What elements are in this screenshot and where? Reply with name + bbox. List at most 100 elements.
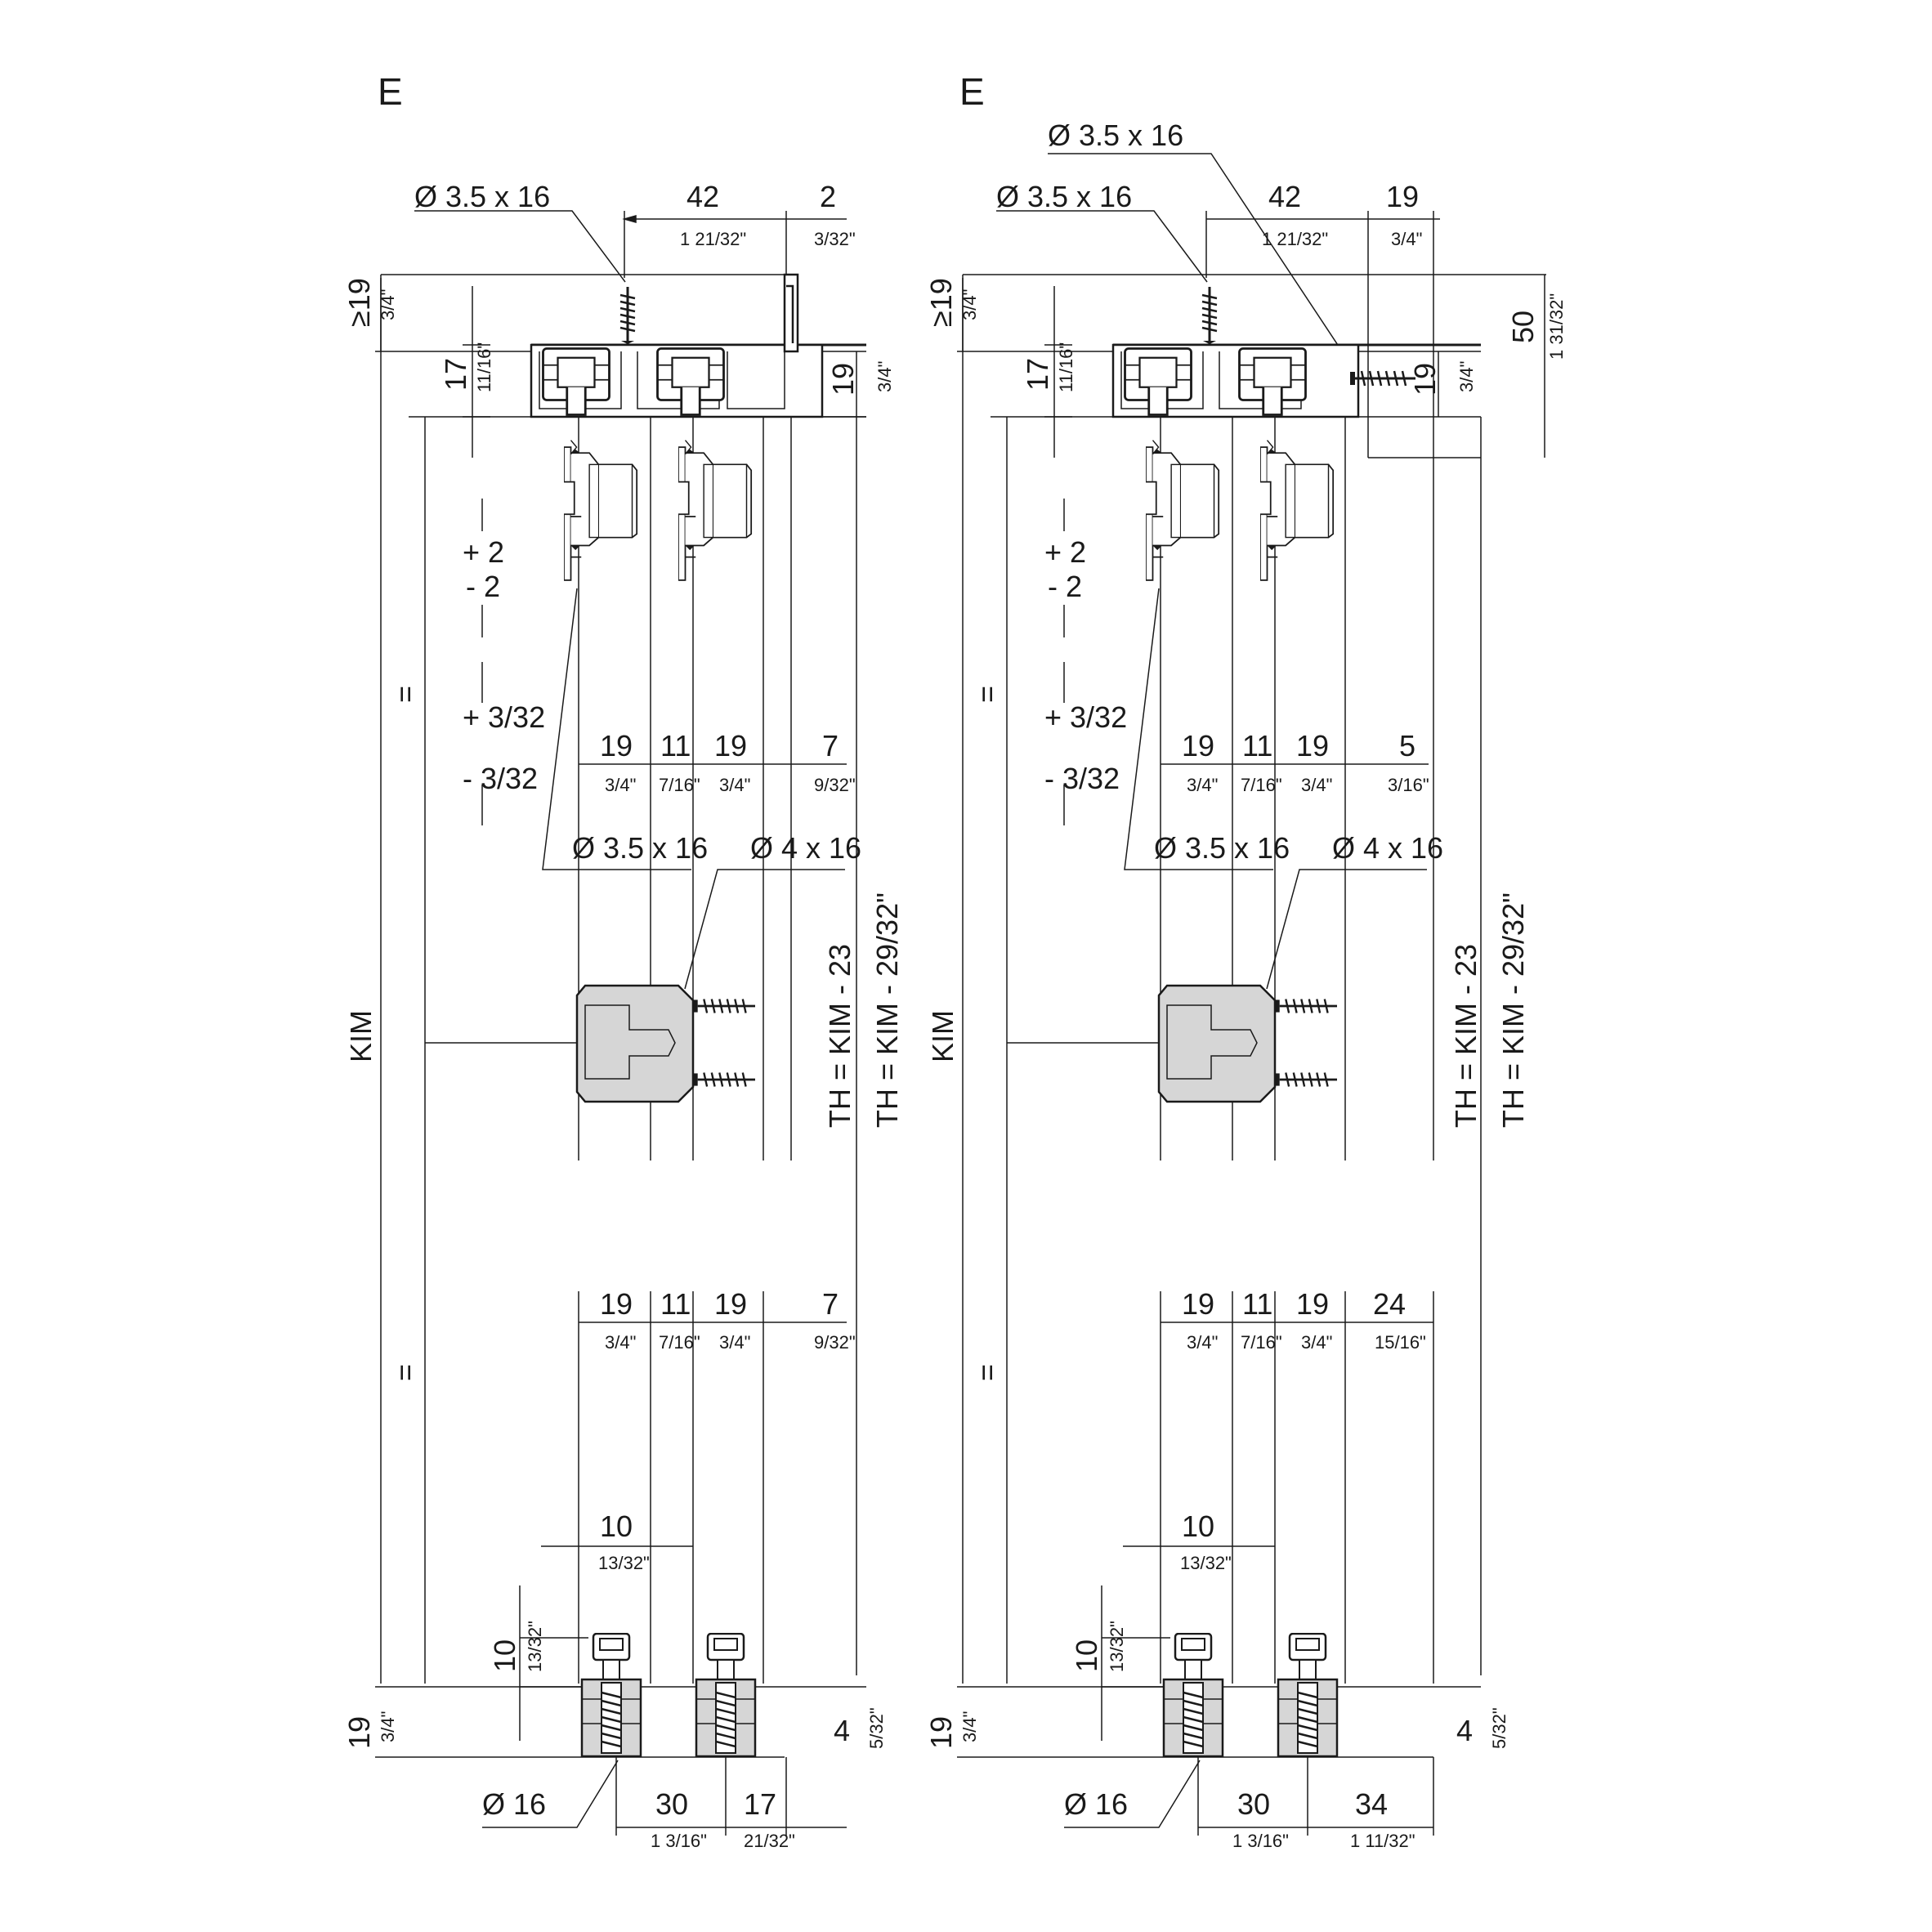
mid-c: 19: [1296, 729, 1329, 763]
dim-h17-inch: 11/16": [1056, 342, 1076, 392]
mid-c-inch: 3/4": [719, 775, 750, 795]
low-b-inch: 7/16": [659, 1332, 700, 1353]
mid-c: 19: [714, 729, 747, 763]
mid-d: 5: [1399, 729, 1415, 763]
dim-b4-inch: 5/32": [1489, 1707, 1509, 1749]
low-b: 11: [660, 1287, 691, 1321]
low-d-inch: 15/16": [1375, 1332, 1426, 1353]
adj2-plus: + 3/32: [463, 700, 545, 734]
dim-r19: 19: [826, 363, 860, 396]
view-left: E Ø 3.5 x 16 42 1 21/32" 2 3/32" ≥19 3/4…: [342, 70, 904, 1851]
dim-b4: 4: [834, 1714, 850, 1747]
bot-r: 17: [744, 1787, 776, 1821]
dim-b19: 19: [342, 1716, 376, 1749]
eq-lower: =: [970, 1364, 1004, 1381]
adj2-minus: - 3/32: [1044, 762, 1120, 795]
adj2-plus: + 3/32: [1044, 700, 1127, 734]
dim-top-right-inch: 3/4": [1391, 229, 1422, 249]
dim-w10: 10: [600, 1509, 633, 1543]
low-c: 19: [714, 1287, 747, 1321]
low-b: 11: [1242, 1287, 1272, 1321]
bot-r-inch: 1 11/32": [1350, 1831, 1415, 1851]
dim-h10-inch: 13/32": [1107, 1621, 1127, 1672]
adj1-plus: + 2: [1044, 535, 1086, 569]
dim-top-right-inch: 3/32": [814, 229, 856, 249]
screw-icon: [693, 997, 755, 1015]
dim-top-42-inch: 1 21/32": [1262, 229, 1328, 249]
bottom-roller-2: [1277, 1633, 1339, 1757]
dim-b19-inch: 3/4": [378, 1711, 398, 1742]
bot-30-inch: 1 3/16": [1232, 1831, 1289, 1851]
dim-ge19: ≥19: [342, 278, 376, 327]
bot-30: 30: [655, 1787, 688, 1821]
screw-icon: [1350, 369, 1415, 387]
adj1-minus: - 2: [1048, 570, 1082, 603]
bot-r-inch: 21/32": [744, 1831, 795, 1851]
eq-upper: =: [388, 686, 422, 703]
bot-30: 30: [1237, 1787, 1270, 1821]
screw-top-label: Ø 3.5 x 16: [414, 180, 550, 213]
dim-w10-inch: 13/32": [598, 1553, 650, 1573]
view-heading: E: [959, 70, 985, 113]
hanger-runner-2: [1260, 439, 1335, 581]
dim-b19: 19: [924, 1716, 958, 1749]
screw-mid-label: Ø 3.5 x 16: [1154, 831, 1290, 865]
dim-w10-inch: 13/32": [1180, 1553, 1232, 1573]
latch-block: [1157, 984, 1277, 1103]
dim-top-42-inch: 1 21/32": [680, 229, 746, 249]
dim-top-right: 2: [820, 180, 836, 213]
mid-d: 7: [822, 729, 839, 763]
latch-block: [575, 984, 695, 1103]
dim-top-42: 42: [686, 180, 719, 213]
adj1-plus: + 2: [463, 535, 504, 569]
dim-w10: 10: [1182, 1509, 1214, 1543]
dim-top-right: 19: [1386, 180, 1419, 213]
bot-r: 34: [1355, 1787, 1388, 1821]
mid-a: 19: [1182, 729, 1214, 763]
mid-c-inch: 3/4": [1301, 775, 1332, 795]
screw-extra-label: Ø 3.5 x 16: [1048, 119, 1183, 152]
mid-a-inch: 3/4": [1187, 775, 1218, 795]
bottom-roller-2: [695, 1633, 757, 1757]
screw-latch-label: Ø 4 x 16: [750, 831, 861, 865]
low-c-inch: 3/4": [719, 1332, 750, 1353]
screw-icon: [693, 1071, 755, 1089]
dim-b19-inch: 3/4": [959, 1711, 980, 1742]
mid-a: 19: [600, 729, 633, 763]
mid-a-inch: 3/4": [605, 775, 636, 795]
screw-top-label: Ø 3.5 x 16: [996, 180, 1132, 213]
dim-r19-inch: 3/4": [1456, 361, 1477, 392]
dim-h10-inch: 13/32": [525, 1621, 545, 1672]
roller-dia-label: Ø 16: [1064, 1787, 1128, 1821]
hanger-runner-1: [1146, 439, 1220, 581]
screw-icon: [1275, 1071, 1337, 1089]
hanger-runner-1: [564, 439, 638, 581]
bottom-roller-1: [580, 1633, 642, 1757]
dim-h10: 10: [1070, 1639, 1103, 1672]
roller-dia-label: Ø 16: [482, 1787, 546, 1821]
view-heading: E: [378, 70, 403, 113]
mid-b-inch: 7/16": [659, 775, 700, 795]
low-c-inch: 3/4": [1301, 1332, 1332, 1353]
eq-lower: =: [388, 1364, 422, 1381]
dim-b4-inch: 5/32": [866, 1707, 887, 1749]
dim-h17: 17: [1021, 358, 1054, 391]
low-a-inch: 3/4": [605, 1332, 636, 1353]
dim-top-42: 42: [1268, 180, 1301, 213]
low-d: 24: [1373, 1287, 1406, 1321]
screw-icon: [1201, 285, 1219, 346]
dim-h17: 17: [439, 358, 472, 391]
dim-h17-inch: 11/16": [474, 342, 494, 392]
low-c: 19: [1296, 1287, 1329, 1321]
bot-30-inch: 1 3/16": [651, 1831, 707, 1851]
low-d-inch: 9/32": [814, 1332, 856, 1353]
view-right: E Ø 3.5 x 16 Ø 3.5 x 16 42 1 21/32" 19 3…: [924, 70, 1567, 1851]
eq-upper: =: [970, 686, 1004, 703]
dim-h10: 10: [488, 1639, 521, 1672]
low-b-inch: 7/16": [1241, 1332, 1282, 1353]
hanger-runner-2: [678, 439, 753, 581]
adj2-minus: - 3/32: [463, 762, 538, 795]
dim-th-inch: TH = KIM - 29/32": [870, 892, 904, 1128]
mid-b: 11: [660, 729, 691, 763]
